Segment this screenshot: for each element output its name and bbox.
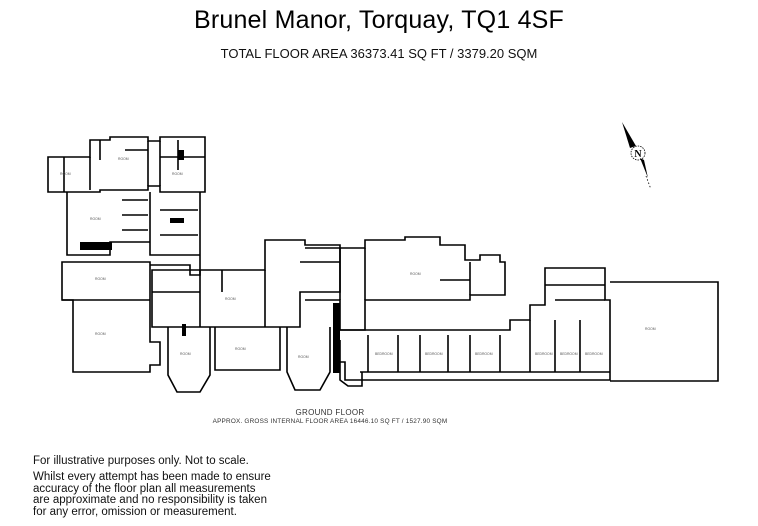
svg-text:ROOM: ROOM [90,217,101,221]
page-title: Brunel Manor, Torquay, TQ1 4SF [193,6,565,34]
svg-text:BEDROOM: BEDROOM [535,352,553,356]
svg-text:ROOM: ROOM [298,355,309,359]
svg-text:ROOM: ROOM [235,347,246,351]
floor-area: APPROX. GROSS INTERNAL FLOOR AREA 16446.… [212,418,448,425]
svg-text:ROOM: ROOM [180,352,191,356]
svg-text:BEDROOM: BEDROOM [585,352,603,356]
svg-text:ROOM: ROOM [410,272,421,276]
svg-text:BEDROOM: BEDROOM [560,352,578,356]
svg-text:ROOM: ROOM [645,327,656,331]
svg-text:ROOM: ROOM [172,172,183,176]
disclaimer-accuracy: Whilst every attempt has been made to en… [33,471,271,518]
svg-text:ROOM: ROOM [118,157,129,161]
north-compass-icon: N [622,122,651,188]
total-floor-area: TOTAL FLOOR AREA 36373.41 SQ FT / 3379.2… [220,46,538,61]
svg-text:BEDROOM: BEDROOM [375,352,393,356]
floor-name: GROUND FLOOR [295,408,365,417]
svg-text:ROOM: ROOM [95,277,106,281]
compass-label: N [634,149,642,160]
svg-text:BEDROOM: BEDROOM [425,352,443,356]
svg-text:ROOM: ROOM [225,297,236,301]
svg-text:ROOM: ROOM [95,332,106,336]
disclaimer-scale: For illustrative purposes only. Not to s… [33,455,249,467]
svg-text:BEDROOM: BEDROOM [475,352,493,356]
svg-text:ROOM: ROOM [60,172,71,176]
